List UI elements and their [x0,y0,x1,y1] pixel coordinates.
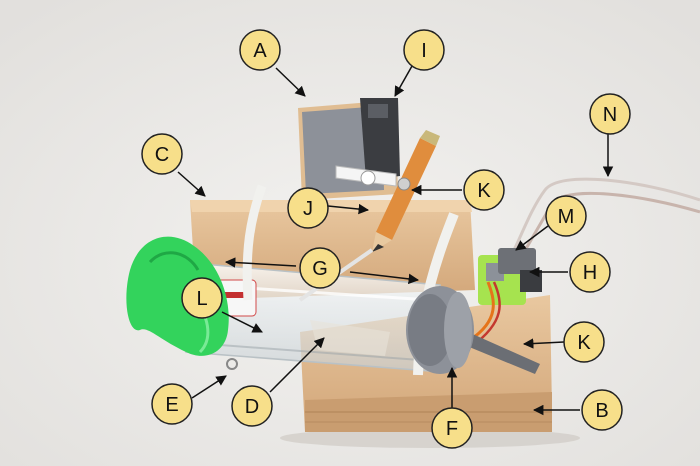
pencil-clamp [397,177,411,191]
callout-k2: K [563,321,605,363]
callout-n: N [589,93,631,135]
servo-hub [360,170,376,186]
base-shadow [280,428,580,448]
callout-a: A [239,29,281,71]
arrow-l [221,311,263,333]
callout-e: E [151,383,193,425]
callout-l: L [181,277,223,319]
callout-m: M [545,195,587,237]
callout-d: D [231,385,273,427]
arrow-d [269,337,325,393]
callout-i-label: I [421,40,427,62]
orange-wire [469,281,495,342]
arrow-m [515,225,549,251]
arrow-j [327,203,370,215]
callout-l-label: L [196,288,207,310]
callout-f-label: F [446,418,458,440]
eyelet [226,358,238,370]
callout-e-label: E [165,394,178,416]
tube-sticker-stripe [222,292,250,298]
callout-f: F [431,407,473,449]
bracket-arm [462,332,540,374]
callout-h-label: H [583,262,597,284]
callout-d-label: D [245,396,259,418]
arrow-c [177,171,206,197]
callout-k1: K [463,169,505,211]
callout-j-label: J [303,198,313,220]
arrow-g-left [224,257,297,268]
callout-k2-label: K [577,332,591,354]
zip-tie-left [242,184,267,301]
callout-c-label: C [155,144,169,166]
arrow-g-right [349,271,420,285]
motor [406,286,474,374]
callout-k1-label: K [477,180,491,202]
arrow-a [275,67,306,97]
callout-h: H [569,251,611,293]
power-cable [508,177,700,259]
arrow-k2 [522,338,565,349]
callout-a-label: A [253,40,267,62]
arrow-i [394,65,413,97]
callout-arrows [177,65,614,416]
callout-g: G [299,247,341,289]
callout-c: C [141,133,183,175]
callout-m-label: M [558,206,575,228]
arrow-e [191,375,227,399]
callout-b: B [581,389,623,431]
callout-n-label: N [603,104,617,126]
callout-g-label: G [312,258,328,280]
callout-j: J [287,187,329,229]
callout-i: I [403,29,445,71]
callout-b-label: B [595,400,608,422]
